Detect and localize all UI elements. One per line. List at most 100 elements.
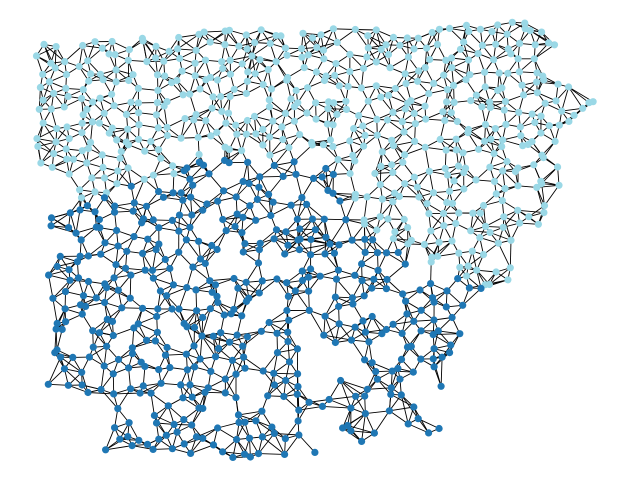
graph-node-north (62, 145, 70, 153)
graph-node-north (69, 155, 77, 163)
graph-node-south (92, 294, 100, 302)
graph-node-south (208, 241, 216, 250)
graph-node-south (256, 173, 264, 181)
graph-node-north (384, 50, 393, 59)
graph-node-south (233, 435, 241, 444)
graph-node-north (259, 141, 267, 149)
graph-node-north (256, 56, 264, 64)
graph-node-north (202, 117, 210, 125)
graph-node-south (404, 420, 412, 428)
graph-node-north (303, 109, 311, 117)
graph-edge (288, 309, 310, 321)
graph-node-south (270, 369, 278, 377)
graph-node-north (526, 27, 534, 35)
graph-node-south (199, 313, 207, 322)
graph-node-south (252, 417, 260, 425)
graph-node-south (169, 281, 177, 289)
graph-node-north (446, 24, 454, 32)
graph-node-north (407, 236, 415, 244)
graph-node-north (540, 209, 548, 217)
graph-node-north (520, 91, 528, 99)
graph-node-north (372, 58, 380, 66)
graph-node-north (500, 106, 508, 114)
graph-edge (117, 388, 131, 409)
graph-edge (268, 176, 284, 195)
graph-edge (430, 261, 432, 284)
graph-node-south (238, 229, 246, 237)
graph-node-north (464, 56, 473, 64)
graph-node-north (116, 154, 124, 162)
graph-node-north (384, 215, 392, 223)
graph-node-north (170, 170, 178, 178)
graph-node-north (105, 129, 113, 137)
graph-edge (47, 368, 65, 385)
graph-node-south (51, 349, 59, 357)
graph-node-north (494, 21, 502, 29)
graph-node-north (52, 43, 60, 51)
graph-node-north (401, 151, 409, 159)
graph-node-north (464, 262, 472, 270)
graph-node-north (455, 249, 463, 257)
graph-node-south (240, 450, 249, 458)
graph-node-north (175, 33, 183, 42)
graph-node-south (128, 442, 136, 450)
graph-node-north (492, 190, 500, 198)
graph-node-north (359, 122, 367, 130)
graph-node-south (273, 275, 281, 283)
graph-node-south (168, 305, 176, 313)
graph-edge (400, 394, 419, 419)
graph-node-south (290, 158, 298, 166)
graph-node-north (266, 133, 274, 141)
graph-node-south (318, 173, 326, 181)
graph-node-north (342, 97, 350, 105)
graph-node-north (486, 103, 494, 111)
graph-node-north (537, 129, 545, 137)
graph-node-south (102, 446, 110, 454)
graph-node-south (97, 250, 105, 258)
graph-node-north (488, 28, 496, 36)
graph-node-north (448, 199, 457, 207)
graph-node-south (66, 276, 74, 284)
graph-node-north (113, 136, 121, 144)
graph-node-north (222, 119, 230, 127)
graph-node-south (175, 211, 184, 219)
graph-edge (536, 184, 560, 188)
graph-edge (340, 380, 368, 390)
graph-edge (541, 183, 545, 206)
graph-node-south (307, 265, 315, 273)
graph-node-north (495, 69, 503, 77)
graph-node-south (130, 233, 138, 241)
graph-node-south (203, 200, 211, 208)
graph-node-south (183, 366, 191, 374)
graph-node-north (504, 69, 512, 77)
graph-node-north (346, 68, 354, 76)
graph-edge (254, 35, 277, 43)
graph-node-south (61, 305, 69, 313)
graph-node-north (414, 34, 422, 42)
graph-node-north (465, 27, 473, 35)
graph-node-north (491, 125, 499, 133)
graph-node-south (114, 242, 122, 250)
graph-node-south (255, 246, 263, 254)
graph-node-north (460, 168, 468, 177)
graph-node-north (177, 134, 185, 142)
graph-node-south (163, 343, 171, 352)
graph-node-north (298, 53, 306, 61)
graph-node-north (452, 135, 460, 143)
graph-node-south (305, 306, 313, 314)
graph-node-north (300, 64, 308, 72)
graph-edge (267, 380, 286, 397)
graph-edge (371, 362, 393, 372)
graph-node-north (287, 95, 295, 103)
graph-node-south (295, 246, 303, 254)
graph-node-north (551, 137, 559, 145)
graph-node-north (421, 64, 429, 72)
graph-edge (267, 373, 275, 396)
graph-node-north (134, 84, 142, 92)
graph-node-north (34, 142, 42, 150)
graph-node-south (241, 364, 249, 372)
graph-node-north (445, 187, 454, 195)
graph-node-north (279, 135, 287, 144)
graph-node-south (108, 317, 117, 326)
graph-node-north (400, 128, 408, 136)
